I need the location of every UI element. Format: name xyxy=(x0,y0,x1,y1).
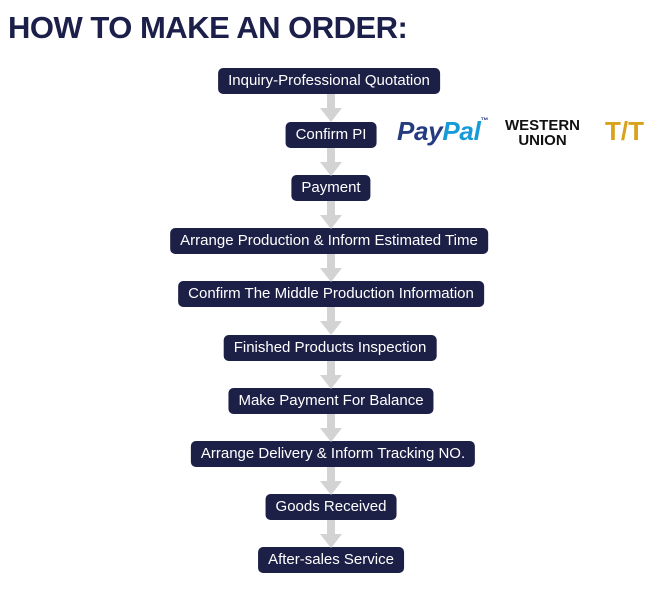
paypal-trademark: ™ xyxy=(480,116,489,125)
down-arrow-icon xyxy=(320,413,342,442)
down-arrow-icon xyxy=(320,94,342,122)
paypal-logo: PayPal™ xyxy=(397,116,489,147)
down-arrow-icon xyxy=(320,360,342,389)
paypal-logo-part2: Pal xyxy=(442,116,481,146)
down-arrow-icon xyxy=(320,466,342,495)
step-after-sales: After-sales Service xyxy=(258,547,404,573)
step-payment: Payment xyxy=(291,175,371,201)
western-union-line1: WESTERN xyxy=(505,117,580,134)
page-title: HOW TO MAKE AN ORDER: xyxy=(8,10,408,45)
step-middle-production-info: Confirm The Middle Production Informatio… xyxy=(178,281,484,307)
payment-methods: PayPal™ WESTERN UNION T/T xyxy=(397,116,647,152)
step-arrange-production: Arrange Production & Inform Estimated Ti… xyxy=(170,228,488,254)
step-arrange-delivery: Arrange Delivery & Inform Tracking NO. xyxy=(190,441,476,467)
step-payment-balance: Make Payment For Balance xyxy=(228,388,434,414)
paypal-logo-part1: Pay xyxy=(397,116,443,146)
step-finished-inspection: Finished Products Inspection xyxy=(223,335,437,361)
down-arrow-icon xyxy=(320,147,342,176)
western-union-line2: UNION xyxy=(518,132,567,149)
step-inquiry-quotation: Inquiry-Professional Quotation xyxy=(218,68,440,94)
down-arrow-icon xyxy=(320,200,342,229)
down-arrow-icon xyxy=(320,253,342,282)
step-goods-received: Goods Received xyxy=(265,494,397,520)
down-arrow-icon xyxy=(320,519,342,548)
down-arrow-icon xyxy=(320,307,342,335)
tt-logo: T/T xyxy=(605,116,644,146)
step-confirm-pi: Confirm PI xyxy=(285,122,377,148)
western-union-logo: WESTERN UNION xyxy=(505,118,580,148)
